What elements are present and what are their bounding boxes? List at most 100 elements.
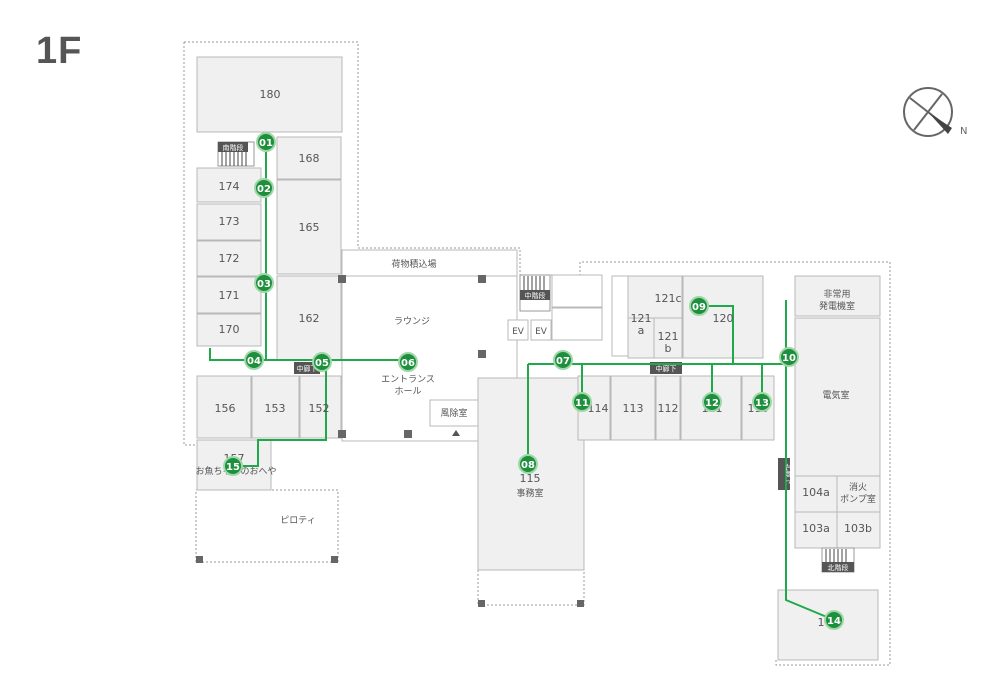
route-marker-number: 03 <box>257 279 271 290</box>
room-168 <box>276 136 342 180</box>
fire-pump-room <box>836 475 881 513</box>
label-piloti: ピロティ <box>280 515 315 526</box>
north-stairs-tag <box>822 562 854 572</box>
mens-toilet <box>551 274 603 308</box>
compass-icon: N <box>903 87 967 137</box>
room-label-112: 112 <box>658 402 679 415</box>
route-marker-number: 02 <box>257 184 271 195</box>
tag-north-stairs: 北階段 <box>828 563 849 572</box>
route-marker-circle <box>223 456 243 476</box>
route-marker-01[interactable]: 01 <box>256 132 276 152</box>
room-label-171: 171 <box>219 289 240 302</box>
route-marker-05[interactable]: 05 <box>312 352 332 372</box>
route-marker-circle <box>779 347 799 367</box>
room-label-156: 156 <box>215 402 236 415</box>
route-marker-12[interactable]: 12 <box>702 392 722 412</box>
room-label-180: 180 <box>260 88 281 101</box>
pillar <box>577 600 584 607</box>
route-marker-08[interactable]: 08 <box>518 454 538 474</box>
route-marker-number: 05 <box>315 358 329 369</box>
route-marker-11[interactable]: 11 <box>572 392 592 412</box>
tag-south-stairs: 南階段 <box>223 143 244 152</box>
route-marker-circle <box>398 352 418 372</box>
route-marker-number: 06 <box>401 358 415 369</box>
room-173 <box>196 203 262 241</box>
route-marker-circle <box>312 352 332 372</box>
label-ev1: EV <box>512 327 525 337</box>
label-loading-area: 荷物積込場 <box>391 258 436 270</box>
route-marker-number: 13 <box>755 398 769 409</box>
room-label-120: 120 <box>713 312 734 325</box>
room-label-103b: 103b <box>844 522 872 535</box>
label-ev2: EV <box>535 327 548 337</box>
route-marker-circle <box>702 392 722 412</box>
route-marker-circle <box>254 178 274 198</box>
route-marker-circle <box>256 132 276 152</box>
route-marker-circle <box>689 296 709 316</box>
route-marker-number: 15 <box>226 462 240 473</box>
label-emergency-gen: 非常用発電機室 <box>819 288 855 312</box>
room-172 <box>196 240 262 277</box>
pillar <box>338 430 346 438</box>
route-marker-circle <box>752 392 772 412</box>
room-label-162: 162 <box>299 312 320 325</box>
windbreak-room <box>429 399 479 427</box>
room-label-152: 152 <box>309 402 330 415</box>
tag-north-corridor: 北廊下 <box>785 464 794 485</box>
route-marker-15[interactable]: 15 <box>223 456 243 476</box>
entrance-arrow-icon <box>452 430 460 436</box>
route-marker-number: 11 <box>575 398 589 409</box>
route-marker-number: 12 <box>705 398 719 409</box>
floor-title: 1F <box>36 30 83 72</box>
route-marker-14[interactable]: 14 <box>824 610 844 630</box>
room-152 <box>299 375 342 439</box>
route-marker-circle <box>244 350 264 370</box>
route-marker-circle <box>572 392 592 412</box>
tag-mid-corridor-right: 中廊下 <box>656 364 677 373</box>
room-label-103a: 103a <box>802 522 830 535</box>
route-marker-03[interactable]: 03 <box>254 273 274 293</box>
route-marker-13[interactable]: 13 <box>752 392 772 412</box>
route-marker-09[interactable]: 09 <box>689 296 709 316</box>
womens-toilet <box>551 307 603 341</box>
emergency-generator-room <box>794 275 881 317</box>
room-103a <box>794 511 838 549</box>
room-label-172: 172 <box>219 252 240 265</box>
pillar <box>478 600 485 607</box>
room-120 <box>682 275 764 359</box>
room-170 <box>196 313 262 347</box>
pillar <box>404 430 412 438</box>
route-marker-circle <box>553 350 573 370</box>
room-156 <box>196 375 252 439</box>
electrical-room <box>794 317 881 477</box>
route-marker-number: 07 <box>556 356 570 367</box>
route-marker-02[interactable]: 02 <box>254 178 274 198</box>
route-marker-circle <box>254 273 274 293</box>
label-electrical: 電気室 <box>822 389 849 401</box>
route-marker-10[interactable]: 10 <box>779 347 799 367</box>
room-label-165: 165 <box>299 221 320 234</box>
route-marker-number: 04 <box>247 356 261 367</box>
route-marker-circle <box>518 454 538 474</box>
label-entrance-hall: エントランスホール <box>381 374 435 397</box>
room-label-174: 174 <box>219 180 240 193</box>
room-180 <box>196 56 343 133</box>
route-marker-number: 09 <box>692 302 706 313</box>
south-stairs-tag <box>218 142 248 152</box>
room-174 <box>196 167 262 203</box>
route-marker-circle <box>824 610 844 630</box>
middle-stairs-tag <box>520 290 550 300</box>
route-marker-04[interactable]: 04 <box>244 350 264 370</box>
route-marker-number: 14 <box>827 616 841 627</box>
room-165 <box>276 179 342 275</box>
route-marker-06[interactable]: 06 <box>398 352 418 372</box>
tag-middle-stairs: 中階段 <box>525 291 546 300</box>
room-label-121c: 121c <box>654 292 681 305</box>
route-marker-07[interactable]: 07 <box>553 350 573 370</box>
label-fire-pump: 消火ポンプ室 <box>840 481 876 505</box>
room-label-153: 153 <box>265 402 286 415</box>
room-113 <box>610 375 656 441</box>
room-121b <box>653 317 683 359</box>
label-windbreak: 風除室 <box>440 407 467 419</box>
